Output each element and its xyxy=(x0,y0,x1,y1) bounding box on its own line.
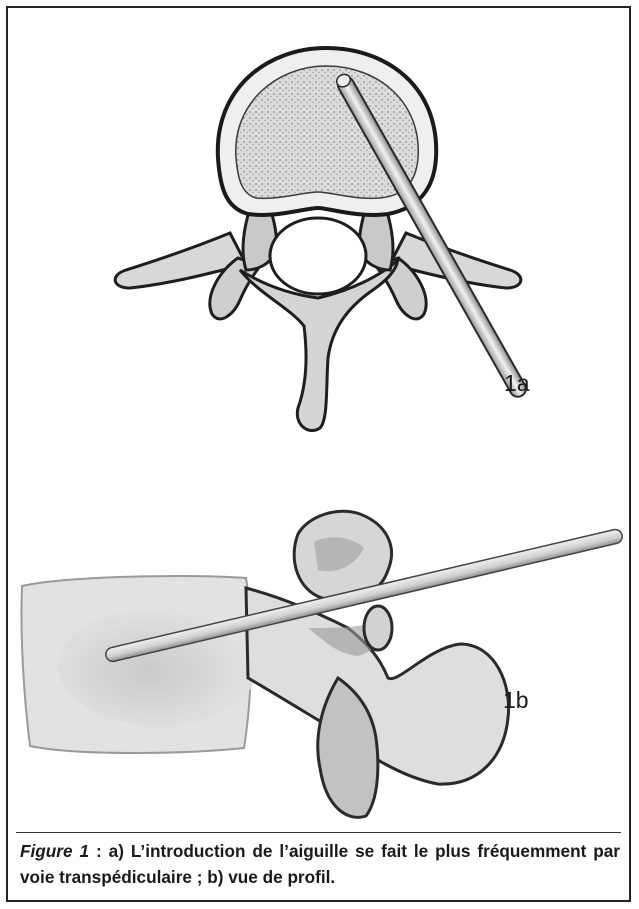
vertebra-axial-illustration xyxy=(8,8,629,478)
panel-axial-view: 1a xyxy=(8,8,629,478)
figure-frame: 1a xyxy=(6,6,631,902)
caption-separator: : xyxy=(89,841,109,861)
panel-label-1a: 1a xyxy=(504,370,530,397)
caption-text: a) L’introduction de l’aiguille se fait … xyxy=(20,841,620,887)
panel-label-1b: 1b xyxy=(503,687,529,714)
figure-reference: Figure 1 xyxy=(20,841,89,861)
vertebral-foramen xyxy=(270,218,366,294)
caption-divider xyxy=(16,832,621,833)
figure-caption: Figure 1 : a) L’introduction de l’aiguil… xyxy=(20,838,620,890)
vertebra-lateral-illustration xyxy=(8,478,629,830)
pedicle-entry xyxy=(364,606,392,650)
panel-lateral-view: 1b xyxy=(8,478,629,830)
